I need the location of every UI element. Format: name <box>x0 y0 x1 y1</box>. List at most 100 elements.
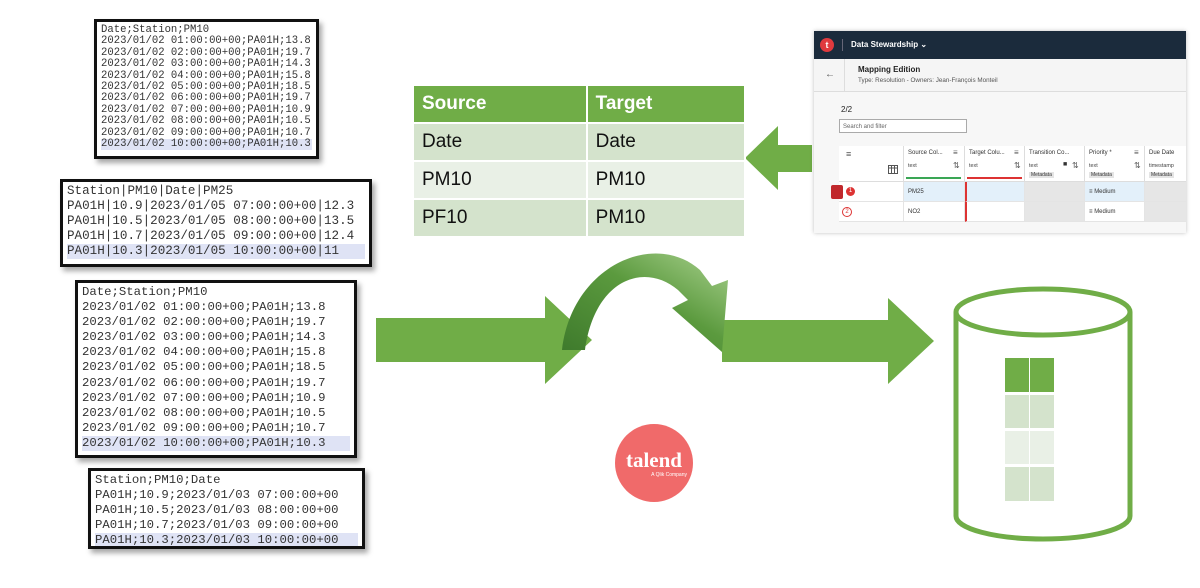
curved-arrow <box>562 253 728 352</box>
record-count: 2/2 <box>841 105 853 114</box>
talend-logo: talend A Qlik Company <box>615 424 693 502</box>
column-name: Due Date <box>1149 150 1175 156</box>
file-data-line: PA01H;10.5;2023/01/03 08:00:00+00 <box>95 503 339 518</box>
arrow-process-to-database <box>722 298 934 384</box>
file-data-line: 2023/01/02 08:00:00+00;PA01H;10.5 <box>82 405 326 420</box>
table-row[interactable]: 1 <box>831 182 904 202</box>
due-date-cell <box>1145 182 1186 202</box>
mapping-target-cell: Date <box>586 122 747 161</box>
file-data-line: PA01H|10.9|2023/01/05 07:00:00+00|12.3 <box>67 199 355 213</box>
app-name: Data Stewardship <box>851 40 919 49</box>
table-icon[interactable] <box>888 165 898 174</box>
file-data-line: 2023/01/02 06:00:00+00;PA01H;19.7 <box>82 375 326 390</box>
mapping-table: Source Target Date Date PM10 PM10 PF10 P… <box>414 86 747 236</box>
mapping-source-cell: PF10 <box>414 198 588 236</box>
mapping-target-cell: PM10 <box>586 160 747 199</box>
row-number: 2 <box>842 207 852 217</box>
column-header-due-date[interactable]: Due Date timestamp Metadata <box>1145 146 1186 182</box>
lock-icon: ■ <box>1063 161 1068 168</box>
column-header-priority[interactable]: Priority * ≡ text ⇅ Metadata <box>1085 146 1145 182</box>
menu-icon: ≡ <box>1089 209 1093 215</box>
source-column-bar <box>906 177 961 179</box>
priority-cell[interactable]: ≡ Medium <box>1085 182 1145 202</box>
target-cell[interactable] <box>965 202 1025 222</box>
file-header-line: Date;Station;PM10 <box>101 24 210 36</box>
page-subtitle: Type: Resolution - Owners: Jean-François… <box>858 77 998 84</box>
file-data-line: PA01H|10.3|2023/01/05 10:00:00+00|11 <box>67 244 365 259</box>
menu-icon[interactable]: ≡ <box>1014 148 1019 157</box>
column-type: text <box>1089 163 1098 169</box>
target-column-bar <box>967 177 1022 179</box>
transition-cell <box>1025 202 1085 222</box>
priority-cell[interactable]: ≡ Medium <box>1085 202 1145 222</box>
app-switcher[interactable]: Data Stewardship ⌄ <box>851 39 927 51</box>
file-header-line: Station|PM10|Date|PM25 <box>67 184 234 198</box>
sort-icon[interactable]: ⇅ <box>1072 161 1079 170</box>
file-data-line: 2023/01/02 03:00:00+00;PA01H;14.3 <box>82 330 326 345</box>
file-header-line: Date;Station;PM10 <box>82 285 208 299</box>
mapping-source-cell: PM10 <box>414 160 588 199</box>
metadata-badge: Metadata <box>1149 172 1174 178</box>
source-cell[interactable]: NO2 <box>904 202 965 222</box>
column-header-transition[interactable]: Transition Co... text ■ ⇅ Metadata <box>1025 146 1085 182</box>
priority-value: Medium <box>1094 189 1116 195</box>
grid-header-control: ≡ <box>839 146 904 182</box>
chevron-down-icon: ⌄ <box>920 40 928 49</box>
file-data-line: 2023/01/02 03:00:00+00;PA01H;14.3 <box>101 58 311 71</box>
column-name: Priority * <box>1089 150 1112 156</box>
file-data-line: PA01H;10.7;2023/01/03 09:00:00+00 <box>95 518 339 533</box>
column-header-target[interactable]: Target Colu... ≡ text ⇅ <box>965 146 1025 182</box>
file-data-line: 2023/01/02 04:00:00+00;PA01H;15.8 <box>101 69 311 82</box>
column-type: text <box>1029 163 1038 169</box>
metadata-badge: Metadata <box>1089 172 1114 178</box>
column-type: text <box>969 163 978 169</box>
menu-icon[interactable]: ≡ <box>1134 148 1139 157</box>
menu-icon[interactable]: ≡ <box>953 148 958 157</box>
table-row[interactable]: 2 <box>839 202 904 222</box>
app-top-bar: t Data Stewardship ⌄ <box>814 31 1186 59</box>
campaign-header: ← Mapping Edition Type: Resolution - Own… <box>814 59 1186 92</box>
transition-cell <box>1025 182 1085 202</box>
file-data-line: PA01H;10.3;2023/01/03 10:00:00+00 <box>95 533 358 546</box>
search-input[interactable]: Search and filter <box>839 119 967 133</box>
header-divider <box>844 59 845 91</box>
back-arrow-icon[interactable]: ← <box>825 69 835 80</box>
file-data-line: PA01H|10.7|2023/01/05 09:00:00+00|12.4 <box>67 229 355 243</box>
file-data-line: 2023/01/02 01:00:00+00;PA01H;13.8 <box>82 300 326 315</box>
source-cell[interactable]: PM25 <box>904 182 965 202</box>
row-number: 1 <box>846 187 855 196</box>
sort-icon[interactable]: ⇅ <box>1134 161 1141 170</box>
file-data-line: PA01H|10.5|2023/01/05 08:00:00+00|13.5 <box>67 214 355 228</box>
file-data-line: 2023/01/02 05:00:00+00;PA01H;18.5 <box>82 360 326 375</box>
column-header-source[interactable]: Source Col... ≡ text ⇅ <box>904 146 965 182</box>
file-data-line: 2023/01/02 09:00:00+00;PA01H;10.7 <box>101 126 311 139</box>
file-data-line: 2023/01/02 04:00:00+00;PA01H;15.8 <box>82 345 326 360</box>
arrow-files-to-process <box>376 296 592 384</box>
mapping-source-cell: Date <box>414 122 588 161</box>
metadata-badge: Metadata <box>1029 172 1054 178</box>
file-data-line: 2023/01/02 02:00:00+00;PA01H;19.7 <box>82 315 326 330</box>
sort-icon[interactable]: ⇅ <box>1014 161 1021 170</box>
column-name: Target Colu... <box>969 150 1005 156</box>
database-table-icon <box>1005 358 1054 501</box>
top-bar-divider <box>842 39 843 51</box>
file-data-line: 2023/01/02 08:00:00+00;PA01H;10.5 <box>101 115 311 128</box>
sort-icon[interactable]: ⇅ <box>953 161 960 170</box>
mapping-header-row: Source Target <box>414 86 747 123</box>
talend-logo-icon: t <box>820 38 834 52</box>
target-cell[interactable] <box>965 182 1025 202</box>
file-data-line: 2023/01/02 07:00:00+00;PA01H;10.9 <box>101 103 311 116</box>
column-name: Transition Co... <box>1029 150 1070 156</box>
file-data-line: 2023/01/02 02:00:00+00;PA01H;19.7 <box>101 46 311 59</box>
page-title: Mapping Edition <box>858 65 921 74</box>
data-stewardship-window: t Data Stewardship ⌄ ← Mapping Edition T… <box>814 31 1186 233</box>
due-date-cell <box>1145 202 1186 222</box>
campaign-body: 2/2 Search and filter ≡ Source Col... ≡ … <box>814 92 1186 233</box>
menu-icon[interactable]: ≡ <box>846 149 852 159</box>
file-data-line: 2023/01/02 07:00:00+00;PA01H;10.9 <box>82 390 326 405</box>
file-data-line: 2023/01/02 10:00:00+00;PA01H;10.3 <box>82 435 350 452</box>
